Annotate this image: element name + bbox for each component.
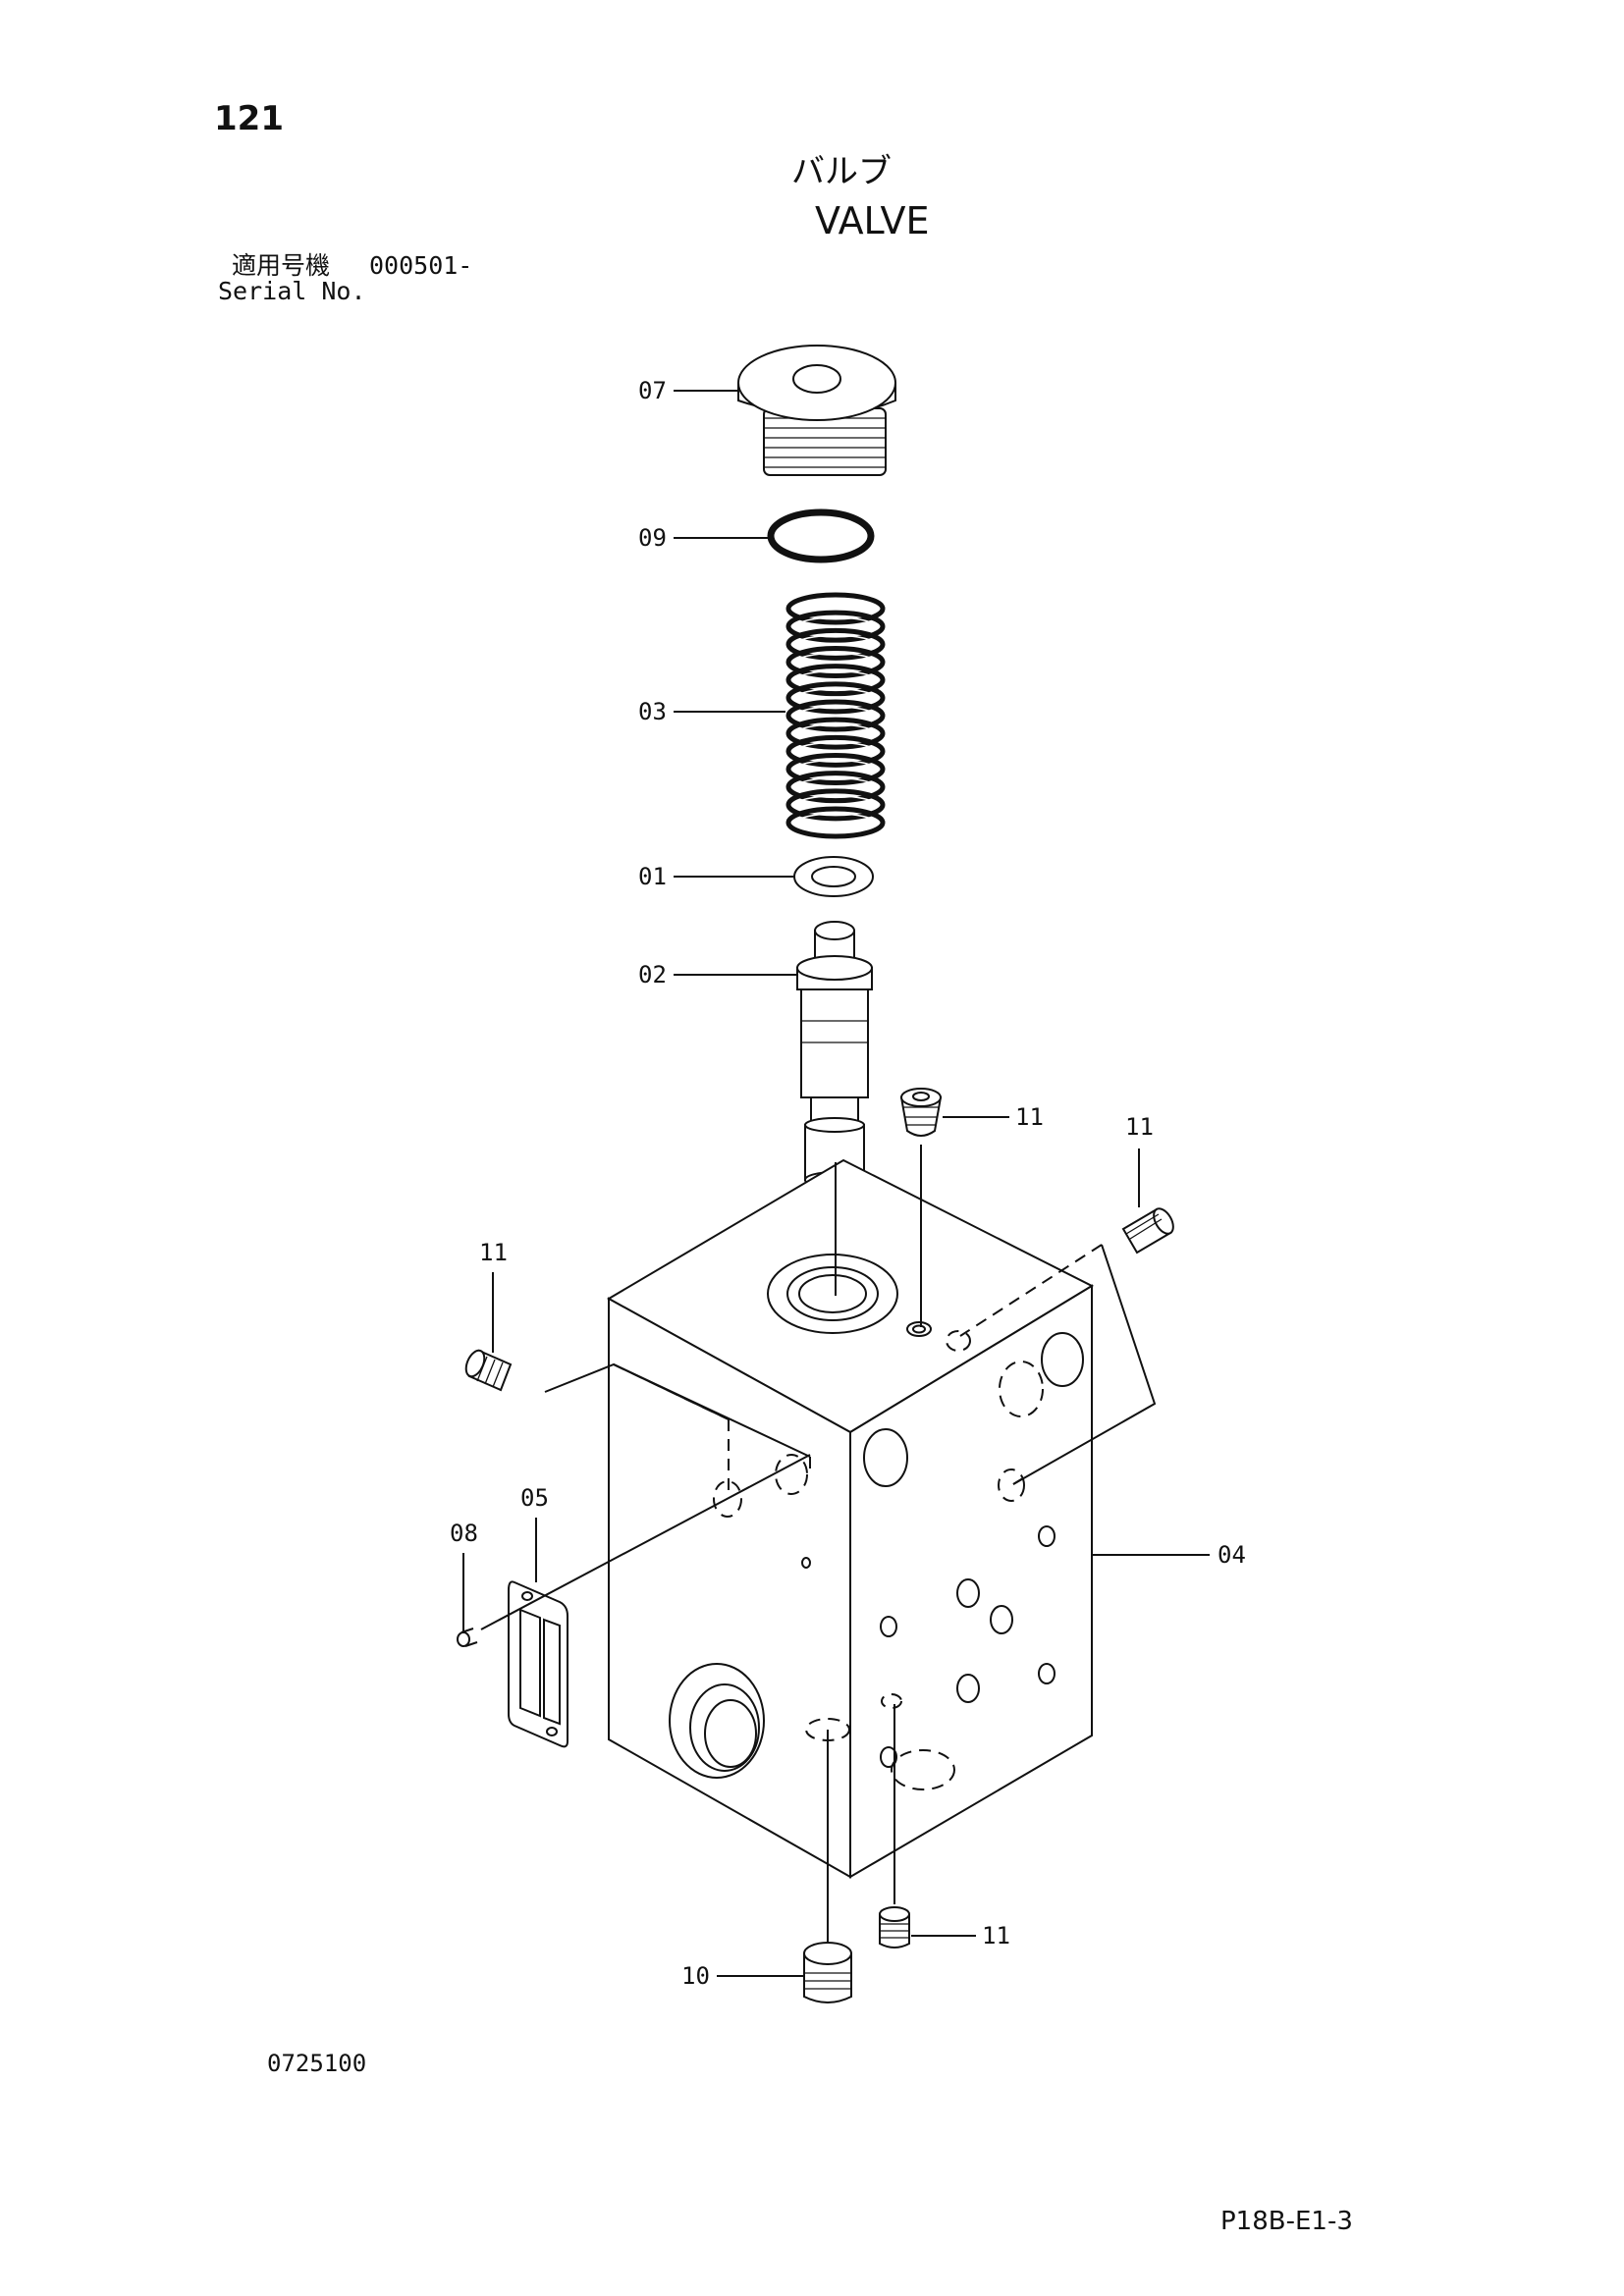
spring-coil (785, 753, 886, 785)
spring-coil (785, 717, 886, 750)
callout-11-right: 11 (1125, 1113, 1154, 1141)
serial-value: 000501- (369, 251, 473, 280)
plug-10 (803, 1942, 852, 2003)
page-number: 121 (214, 99, 284, 138)
callout-03: 03 (638, 698, 667, 725)
serial-label-japanese: 適用号機 (232, 251, 331, 280)
spring-03 (785, 592, 886, 839)
plug-11-left (464, 1349, 513, 1392)
spring-coil (785, 646, 886, 678)
callout-01: 01 (638, 863, 667, 890)
spring-coil (785, 699, 886, 732)
leader-lines (462, 390, 1210, 1977)
spring-coil (785, 610, 886, 643)
page-code: P18B-E1-3 (1220, 2207, 1353, 2236)
callout-10: 10 (681, 1962, 710, 1990)
spring-coil (785, 627, 886, 661)
plate-05 (508, 1580, 568, 1748)
spring-coil (785, 806, 886, 839)
spring-coil (785, 592, 886, 625)
spool-02 (796, 921, 873, 1189)
spring-coil (785, 734, 886, 768)
valve-block-04 (606, 1158, 1095, 1879)
washer-01 (793, 856, 874, 897)
title-japanese: バルブ (791, 152, 892, 191)
spring-coil-highlight (795, 813, 876, 832)
callout-11-top: 11 (1015, 1103, 1044, 1131)
callout-labels: 07 09 03 01 02 11 11 11 05 08 04 11 10 (450, 377, 1246, 1990)
plug-11-right (1121, 1207, 1174, 1255)
plug-11-bottom (879, 1906, 910, 1949)
callout-07: 07 (638, 377, 667, 404)
spring-coil (785, 664, 886, 697)
o-ring-09 (767, 508, 875, 563)
callout-02: 02 (638, 961, 667, 988)
callout-11-bottom: 11 (982, 1922, 1010, 1949)
spring-coil (785, 771, 886, 804)
pin-08 (457, 1628, 478, 1647)
serial-label-english: Serial No. (218, 277, 366, 305)
plug-07 (737, 345, 896, 476)
callout-04: 04 (1218, 1541, 1246, 1569)
callout-08: 08 (450, 1520, 478, 1547)
assembly-lines (480, 1145, 1157, 1942)
callout-05: 05 (520, 1484, 549, 1512)
spring-coil (785, 788, 886, 822)
callout-11-left: 11 (479, 1239, 508, 1266)
title-english: VALVE (815, 199, 930, 242)
callout-09: 09 (638, 524, 667, 552)
spring-coil (785, 681, 886, 715)
plug-11-top (899, 1088, 943, 1137)
drawing-number: 0725100 (267, 2050, 367, 2077)
